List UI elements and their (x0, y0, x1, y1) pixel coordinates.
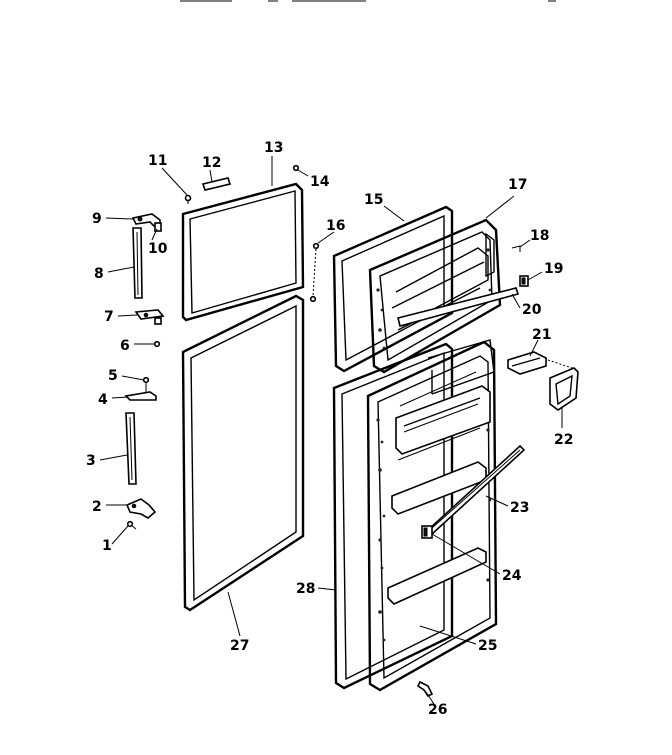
fresh-food-door-liner-25 (366, 339, 498, 692)
lower-hinge-2 (125, 498, 157, 519)
callout-18: 18 (530, 228, 549, 244)
freezer-shelf-20 (397, 287, 520, 327)
screw-26 (416, 680, 434, 698)
lower-handle-3 (125, 412, 137, 485)
screw-14 (292, 164, 300, 172)
screw-5 (142, 376, 150, 384)
callout-9: 9 (92, 211, 102, 227)
middle-hinge-7 (134, 309, 165, 325)
screw-6 (153, 340, 161, 348)
callout-20: 20 (522, 302, 542, 318)
fresh-food-gasket-27 (181, 294, 305, 612)
callout-25: 25 (478, 638, 497, 654)
callout-17: 17 (508, 177, 527, 193)
freezer-door-panel-15 (332, 205, 454, 373)
trim-12 (201, 177, 232, 191)
hinge-pin-10 (154, 222, 162, 232)
callout-12: 12 (202, 155, 221, 171)
callout-21: 21 (532, 327, 551, 343)
callout-7: 7 (104, 309, 114, 325)
middle-hinge-4 (124, 382, 157, 401)
hinge-screw-11 (184, 194, 192, 204)
callout-4: 4 (98, 392, 108, 408)
freezer-gasket-13 (181, 182, 305, 322)
callout-14: 14 (310, 174, 330, 190)
screw-1 (126, 520, 137, 530)
callout-13: 13 (264, 140, 283, 156)
butter-compartment-21 (507, 351, 547, 375)
callout-5: 5 (108, 368, 118, 384)
callout-labels: 11 12 13 14 9 10 8 7 6 5 4 3 2 1 16 15 1… (86, 140, 573, 718)
callout-1: 1 (102, 538, 112, 554)
clip-19 (519, 275, 529, 287)
callout-22: 22 (554, 432, 573, 448)
callout-19: 19 (544, 261, 563, 277)
callout-24: 24 (502, 568, 522, 584)
callout-10: 10 (148, 241, 168, 257)
leader-lines (99, 156, 563, 705)
callout-23: 23 (510, 500, 529, 516)
freezer-liner-texture (376, 248, 492, 350)
callout-16: 16 (326, 218, 345, 234)
callout-15: 15 (364, 192, 383, 208)
callout-2: 2 (92, 499, 102, 515)
rack-end-24 (421, 525, 433, 539)
hinge-cover-18 (511, 245, 521, 252)
callout-3: 3 (86, 453, 96, 469)
callout-8: 8 (94, 266, 104, 282)
butter-door-22 (547, 359, 579, 411)
callout-28: 28 (296, 581, 315, 597)
callout-26: 26 (428, 702, 447, 718)
upper-handle-8 (132, 227, 143, 299)
callout-27: 27 (230, 638, 249, 654)
callout-11: 11 (148, 153, 167, 169)
callout-6: 6 (120, 338, 130, 354)
screws-16 (309, 242, 320, 303)
